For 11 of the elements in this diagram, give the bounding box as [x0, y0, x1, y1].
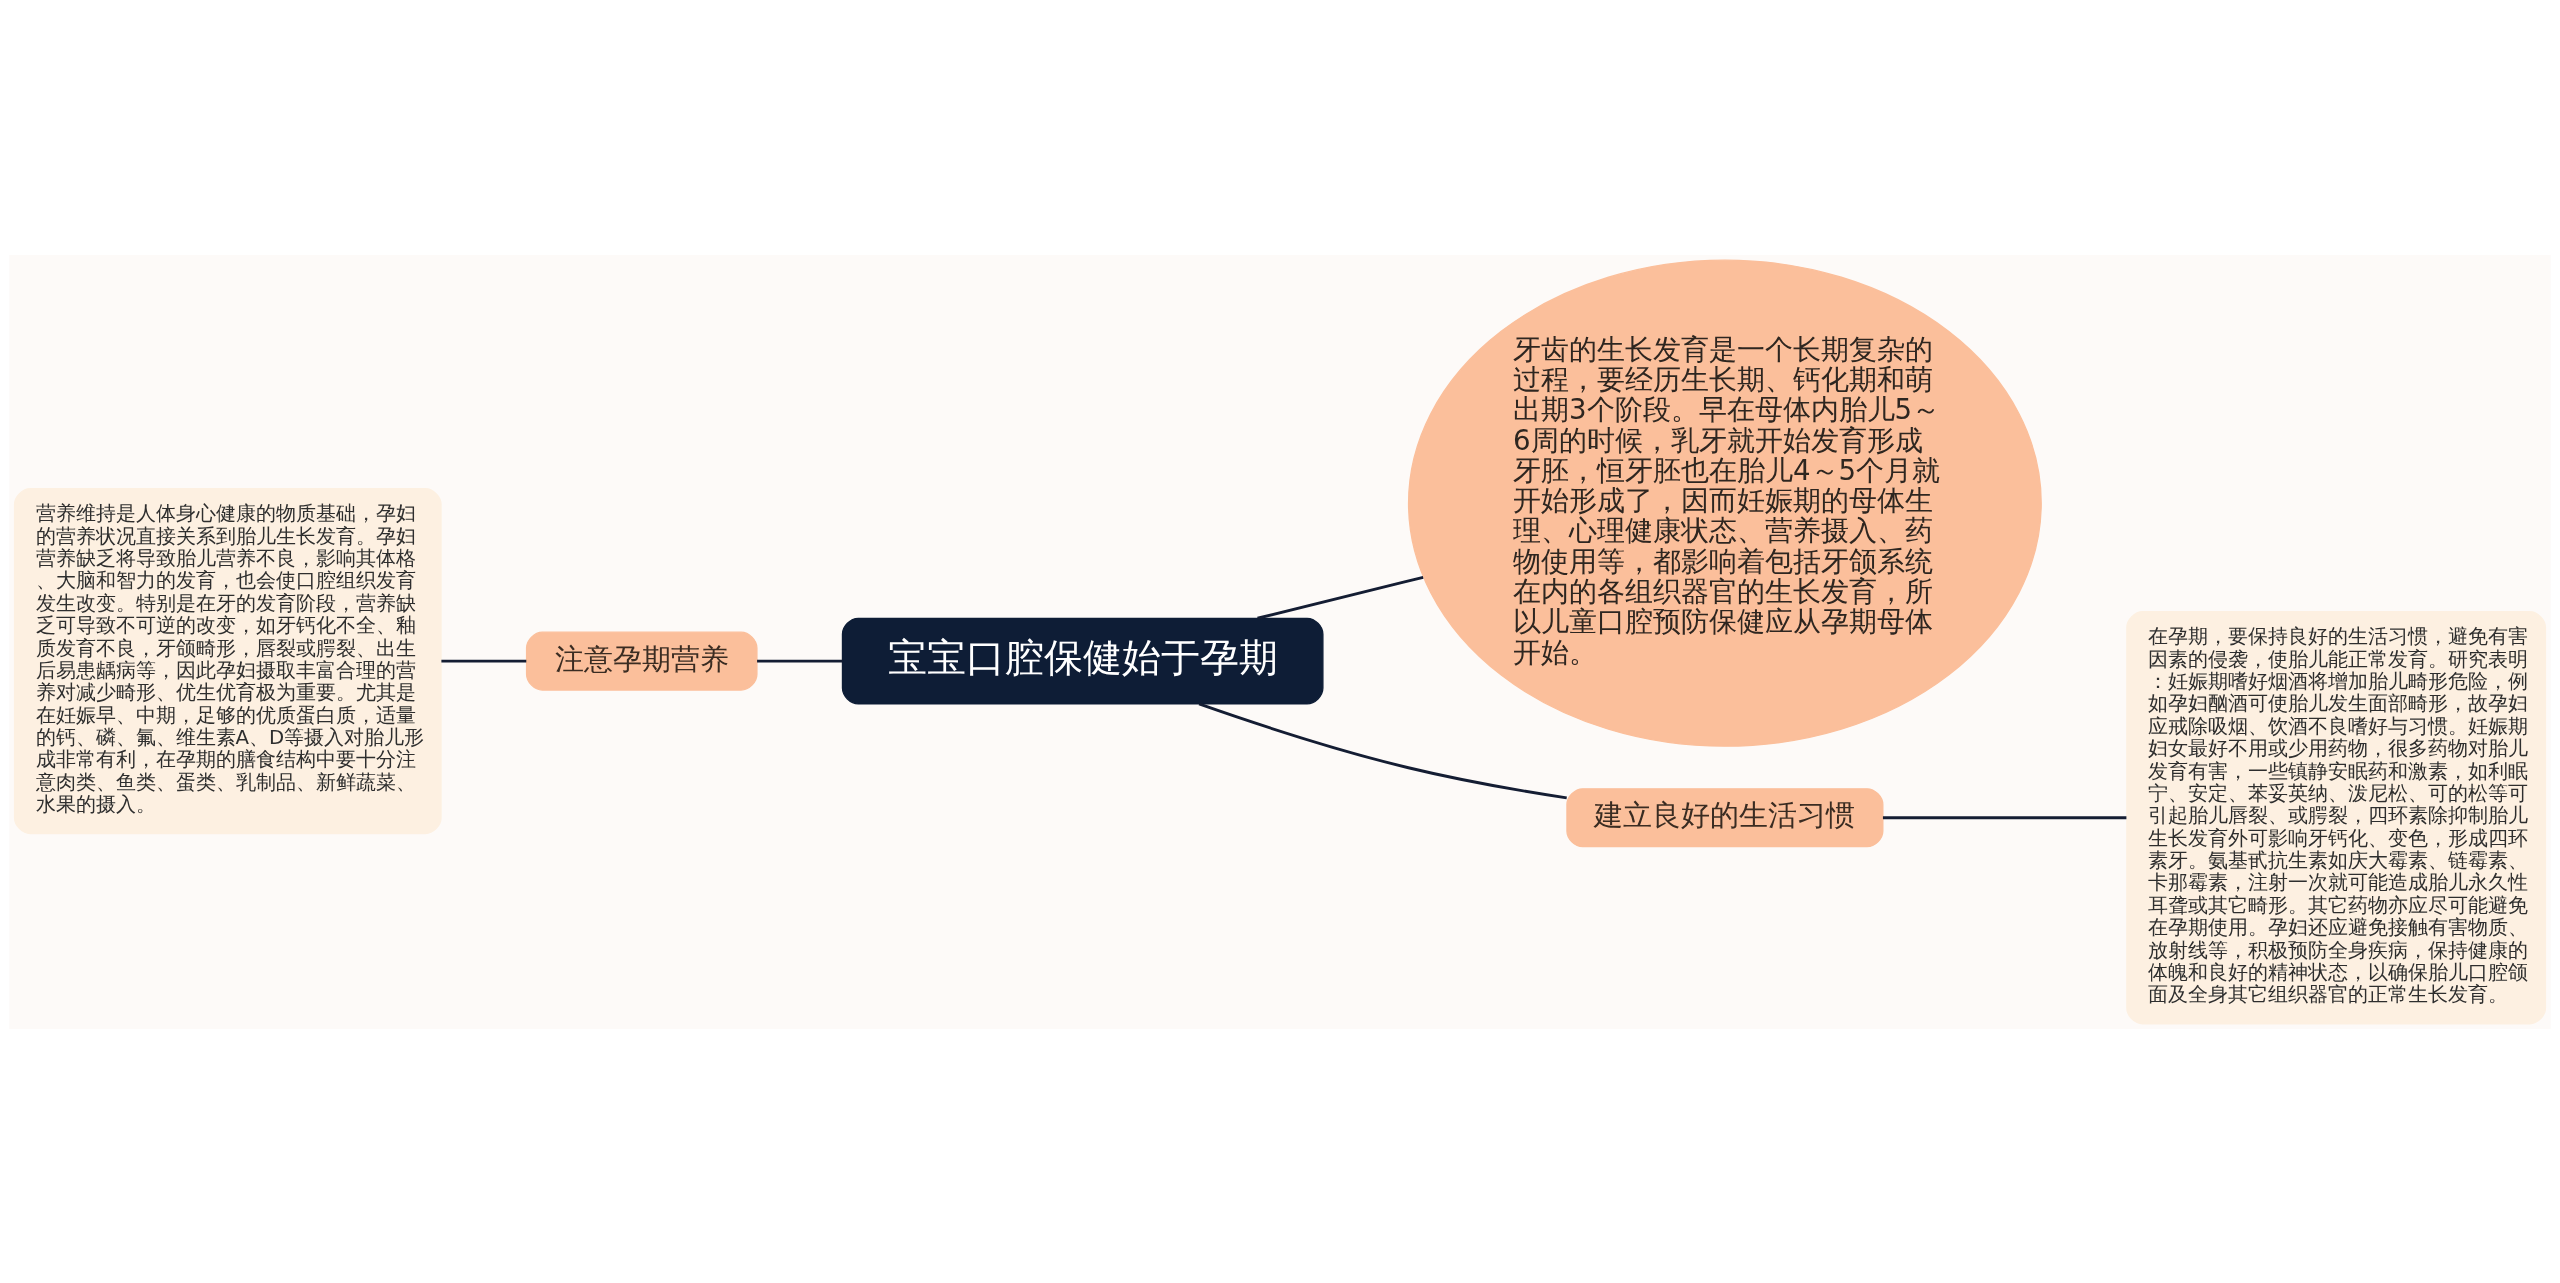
connector [441, 659, 527, 663]
node-box: 宝宝口腔保健始于孕期 [841, 617, 1324, 705]
node-box: 建立良好的生活习惯 [1566, 787, 1884, 847]
node-box: 营养维持是人体身心健康的物质基础，孕妇的营养状况直接关系到胎儿生长发育。孕妇营养缺乏将导致胎儿营养不良，影响其体格、大脑和智力的发育，也会使口腔组织发育发生改变。特别是在牙的发育阶段，营养缺乏可导致不可逆的改变，如牙钙化不全、釉质发育不良，牙颌畸形，唇裂或腭裂、出生后易患龋病等，因此孕妇摄取丰富合理的营养对减少畸形、优生优育极为重要。尤其是在妊娠早、中期，足够的优质蛋白质，适量的钙、磷、氟、维生素A、D等摄入对胎儿形成非常有利，在孕期的膳食结构中要十分注意肉类、鱼类、蛋类、乳制品、新鲜蔬菜、水果的摄入。 [13, 487, 442, 834]
connector [1882, 815, 2127, 819]
node-box: 注意孕期营养 [525, 631, 758, 691]
connector [757, 659, 843, 663]
connector [1198, 702, 1567, 799]
node-box: 在孕期，要保持良好的生活习惯，避免有害因素的侵袭，使胎儿能正常发育。研究表明：妊娠期嗜好烟酒将增加胎儿畸形危险，例如孕妇酗酒可使胎儿发生面部畸形，故孕妇应戒除吸烟、饮酒不良嗜好与习惯。妊娠期妇女最好不用或少用药物，很多药物对胎儿发育有害，一些镇静安眠药和激素，如利眠宁、安定、苯妥英纳、泼尼松、可的松等可引起胎儿唇裂、或腭裂，四环素除抑制胎儿生长发育外可影响牙钙化、变色，形成四环素牙。氨基甙抗生素如庆大霉素、链霉素、卡那霉素，注射一次就可能造成胎儿永久性耳聋或其它畸形。其它药物亦应尽可能避免在孕期使用。孕妇还应避免接触有害物质、放射线等，积极预防全身疾病，保持健康的体魄和良好的精神状态，以确保胎儿口腔颌面及全身其它组织器官的正常生长发育。 [2126, 610, 2547, 1024]
connector [1257, 575, 1424, 620]
node-ellipse: 牙齿的生长发育是一个长期复杂的过程，要经历生长期、钙化期和萌出期3个阶段。早在母体内胎儿5～6周的时候，乳牙就开始发育形成牙胚，恒牙胚也在胎儿4～5个月就开始形成了，因而妊娠期的母体生理、心理健康状态、营养摄入、药物使用等，都影响着包括牙颌系统在内的各组织器官的生长发育，所以儿童口腔预防保健应从孕期母体开始。 [1407, 259, 2042, 747]
